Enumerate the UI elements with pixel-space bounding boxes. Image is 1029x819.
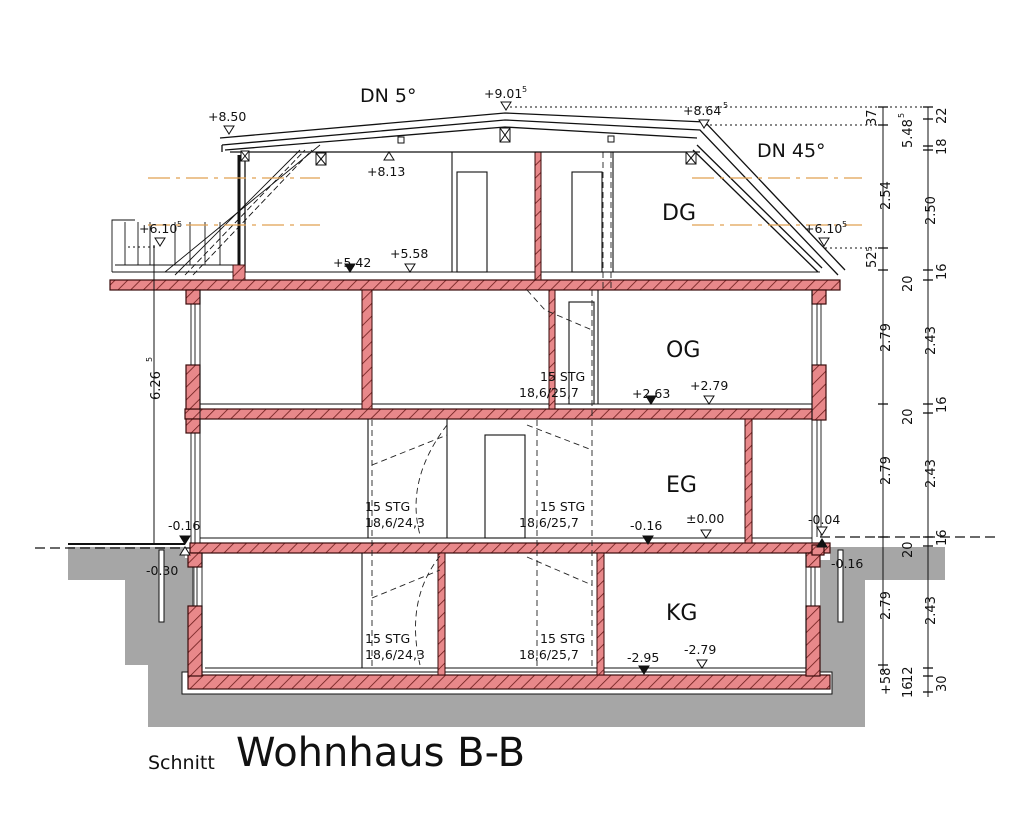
svg-text:20: 20: [901, 275, 916, 292]
svg-text:5: 5: [145, 357, 154, 362]
roof-pitch-left: DN 5°: [360, 85, 416, 107]
axis-lines: [148, 177, 862, 226]
elev-kg-finished: -2.79: [684, 642, 716, 657]
svg-text:30: 30: [935, 675, 950, 692]
svg-text:2.79: 2.79: [879, 591, 894, 620]
svg-text:18,6/25,7: 18,6/25,7: [519, 515, 579, 530]
floor-label-eg: EG: [666, 473, 697, 498]
svg-text:18,6/25,7: 18,6/25,7: [519, 385, 579, 400]
svg-text:20: 20: [901, 408, 916, 425]
elev-eave-right: +8.64: [683, 103, 721, 118]
svg-text:16: 16: [935, 396, 950, 413]
title-prefix: Schnitt: [148, 752, 215, 774]
stair-labels: 15 STG 18,6/25,7 15 STG 18,6/24,3 15 STG…: [365, 369, 585, 662]
svg-text:2.54: 2.54: [879, 181, 894, 210]
roof-labels: DN 5° DN 45°: [360, 85, 826, 162]
svg-text:5: 5: [723, 101, 728, 110]
balcony-railing: [111, 219, 246, 281]
dimension-chains: [878, 106, 933, 697]
slab-eg: [189, 542, 831, 554]
svg-text:2.43: 2.43: [924, 459, 939, 488]
floor-labels: DG OG EG KG: [662, 201, 700, 626]
roof-structure: [219, 112, 846, 276]
elev-knee-right: +6.10: [804, 221, 842, 236]
svg-text:18,6/25,7: 18,6/25,7: [519, 647, 579, 662]
svg-text:5: 5: [177, 220, 182, 229]
elevation-labels: +9.01 5 +8.50 +8.64 5 +8.13 +6.10 5 +6.1…: [139, 85, 863, 665]
elev-left-ground: -0.30: [146, 563, 178, 578]
elev-dg-raw: +5.42: [333, 255, 371, 270]
floor-label-dg: DG: [662, 201, 696, 226]
svg-text:2.50: 2.50: [924, 196, 939, 225]
slab-kg: [187, 674, 831, 690]
dimension-labels: 6.26 5 37 2.54 52⁵ 20 2.79 20 2.79 20 2.…: [145, 107, 950, 698]
elev-knee-left: +6.10: [139, 221, 177, 236]
elev-og-raw: +2.63: [632, 386, 670, 401]
svg-text:18: 18: [935, 138, 950, 155]
dim-roof-total: 5.48: [901, 119, 916, 148]
elev-dg-finished: +5.58: [390, 246, 428, 261]
svg-text:15 STG: 15 STG: [540, 499, 585, 514]
svg-text:18,6/24,3: 18,6/24,3: [365, 647, 425, 662]
svg-text:16: 16: [935, 529, 950, 546]
roof-purlins: [240, 127, 697, 166]
svg-text:5: 5: [842, 220, 847, 229]
svg-text:22: 22: [935, 107, 950, 124]
elevation-markers: [154, 101, 830, 675]
elev-kg-raw: -2.95: [627, 650, 659, 665]
svg-text:5: 5: [897, 113, 906, 118]
svg-text:2.79: 2.79: [879, 456, 894, 485]
elev-right-ground: -0.04: [808, 512, 840, 527]
dim-left-height: 6.26: [149, 371, 164, 400]
drawing-title: Wohnhaus B-B: [236, 730, 526, 776]
elev-og-finished: +2.79: [690, 378, 728, 393]
elev-eg-raw: -0.16: [630, 518, 662, 533]
elev-eg-finished: ±0.00: [686, 511, 724, 526]
svg-text:15 STG: 15 STG: [365, 631, 410, 646]
svg-text:15 STG: 15 STG: [540, 369, 585, 384]
interior-walls: [361, 151, 753, 676]
svg-text:2.79: 2.79: [879, 323, 894, 352]
svg-text:15 STG: 15 STG: [365, 499, 410, 514]
elev-eave-left: +8.50: [208, 109, 246, 124]
svg-text:2.43: 2.43: [924, 326, 939, 355]
svg-text:16: 16: [901, 681, 916, 698]
svg-text:5: 5: [522, 85, 527, 94]
svg-text:20: 20: [901, 541, 916, 558]
floor-label-og: OG: [666, 338, 700, 363]
svg-text:15 STG: 15 STG: [540, 631, 585, 646]
stair-outlines: [371, 152, 612, 668]
svg-text:37: 37: [865, 109, 880, 126]
exterior-walls: [185, 289, 827, 677]
elev-ridge: +9.01: [484, 86, 522, 101]
slab-og: [184, 408, 821, 420]
floor-slabs: [109, 279, 841, 690]
elev-left-eg-raw: -0.16: [168, 518, 200, 533]
svg-text:52⁵: 52⁵: [865, 246, 880, 268]
elev-right-ext: -0.16: [831, 556, 863, 571]
elev-ceiling-dg: +8.13: [367, 164, 405, 179]
svg-text:16: 16: [935, 263, 950, 280]
svg-text:2.43: 2.43: [924, 596, 939, 625]
doors: [361, 152, 614, 668]
svg-text:+58: +58: [879, 668, 894, 695]
slab-dg: [109, 279, 841, 291]
svg-text:12: 12: [901, 666, 916, 683]
roof-pitch-right: DN 45°: [757, 140, 826, 162]
svg-text:18,6/24,3: 18,6/24,3: [365, 515, 425, 530]
floor-label-kg: KG: [666, 601, 697, 626]
skylight-lines: [164, 144, 321, 276]
